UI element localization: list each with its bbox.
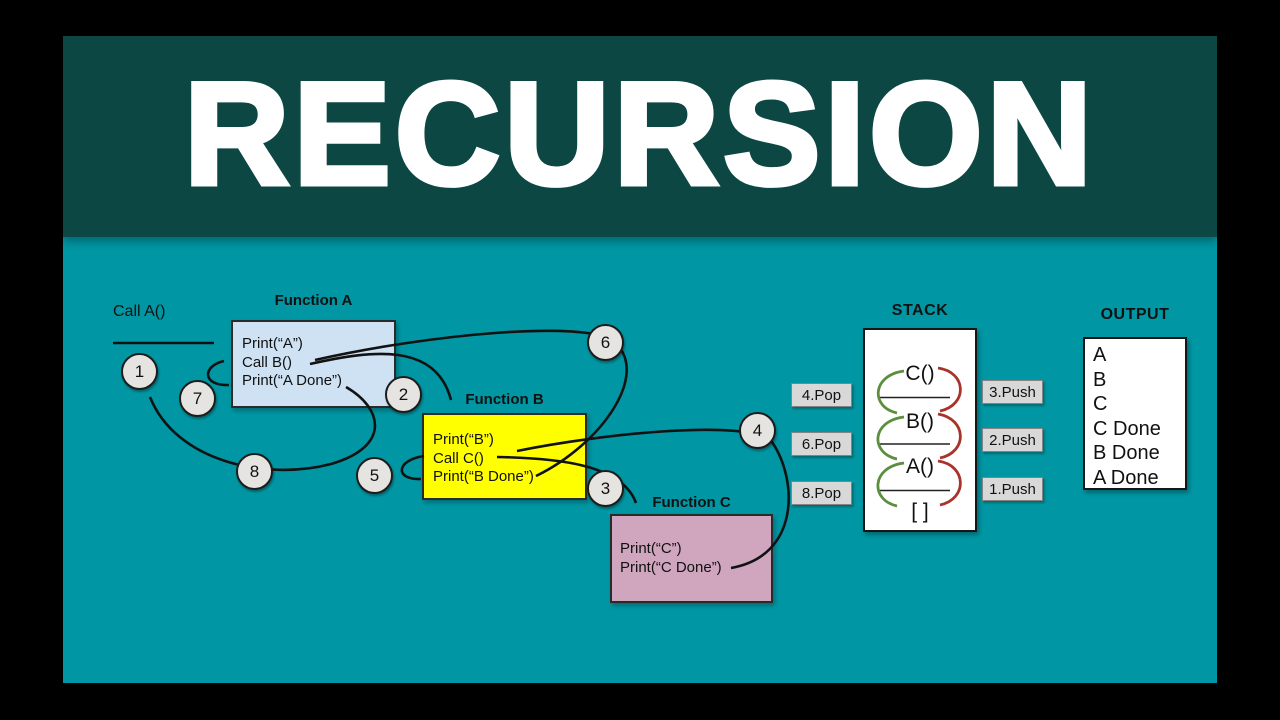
output-panel <box>1083 337 1187 490</box>
step-circle-3: 3 <box>587 470 624 507</box>
step-circle-8: 8 <box>236 453 273 490</box>
page-title: RECURSION <box>181 51 1097 215</box>
function-c-label: Function C <box>652 494 731 511</box>
stack-frame-b: B() <box>906 410 934 433</box>
step-circle-4: 4 <box>739 412 776 449</box>
step-circle-7: 7 <box>179 380 216 417</box>
stack-frame-c: C() <box>905 362 935 385</box>
stack-frame-a: A() <box>906 455 934 478</box>
stack-title: STACK <box>891 302 949 319</box>
output-line: A Done <box>1093 466 1159 489</box>
code-line: Print(“C Done”) <box>620 558 722 576</box>
function-c-box: Print(“C”) Print(“C Done”) <box>610 514 773 603</box>
pop-chip-6: 6.Pop <box>791 432 852 456</box>
function-b-box: Print(“B”) Call C() Print(“B Done”) <box>422 413 587 500</box>
output-title: OUTPUT <box>1100 306 1170 323</box>
output-line: A <box>1093 344 1107 366</box>
code-line: Call B() <box>242 353 293 371</box>
output-lines: A B C C Done B Done A Done <box>1093 343 1161 490</box>
function-a-box: Print(“A”) Call B() Print(“A Done”) <box>231 320 396 408</box>
output-line: B <box>1093 368 1107 391</box>
code-line: Print(“A Done”) <box>242 372 343 389</box>
code-line: Print(“B Done”) <box>433 468 534 485</box>
pop-chip-8: 8.Pop <box>791 481 852 505</box>
pop-chip-4: 4.Pop <box>791 383 852 407</box>
step-circle-6: 6 <box>587 324 624 361</box>
function-a-label: Function A <box>274 292 353 309</box>
push-chip-3: 3.Push <box>982 380 1043 404</box>
step-circle-2: 2 <box>385 376 422 413</box>
push-chip-2: 2.Push <box>982 428 1043 452</box>
code-line: Call C() <box>433 449 484 467</box>
code-line: Print(“C”) <box>620 540 682 557</box>
stack-frame-empty: [ ] <box>911 500 929 523</box>
step-circle-5: 5 <box>356 457 393 494</box>
output-line: C Done <box>1093 417 1161 440</box>
push-chip-1: 1.Push <box>982 477 1043 501</box>
entry-call-label: Call A() <box>113 303 166 320</box>
code-line: Print(“B”) <box>433 431 494 448</box>
code-line: Print(“A”) <box>242 335 303 352</box>
function-b-label: Function B <box>465 391 544 408</box>
step-circle-1: 1 <box>121 353 158 390</box>
output-line: C <box>1093 393 1108 415</box>
output-line: B Done <box>1093 442 1160 464</box>
title-band: RECURSION <box>63 36 1217 237</box>
